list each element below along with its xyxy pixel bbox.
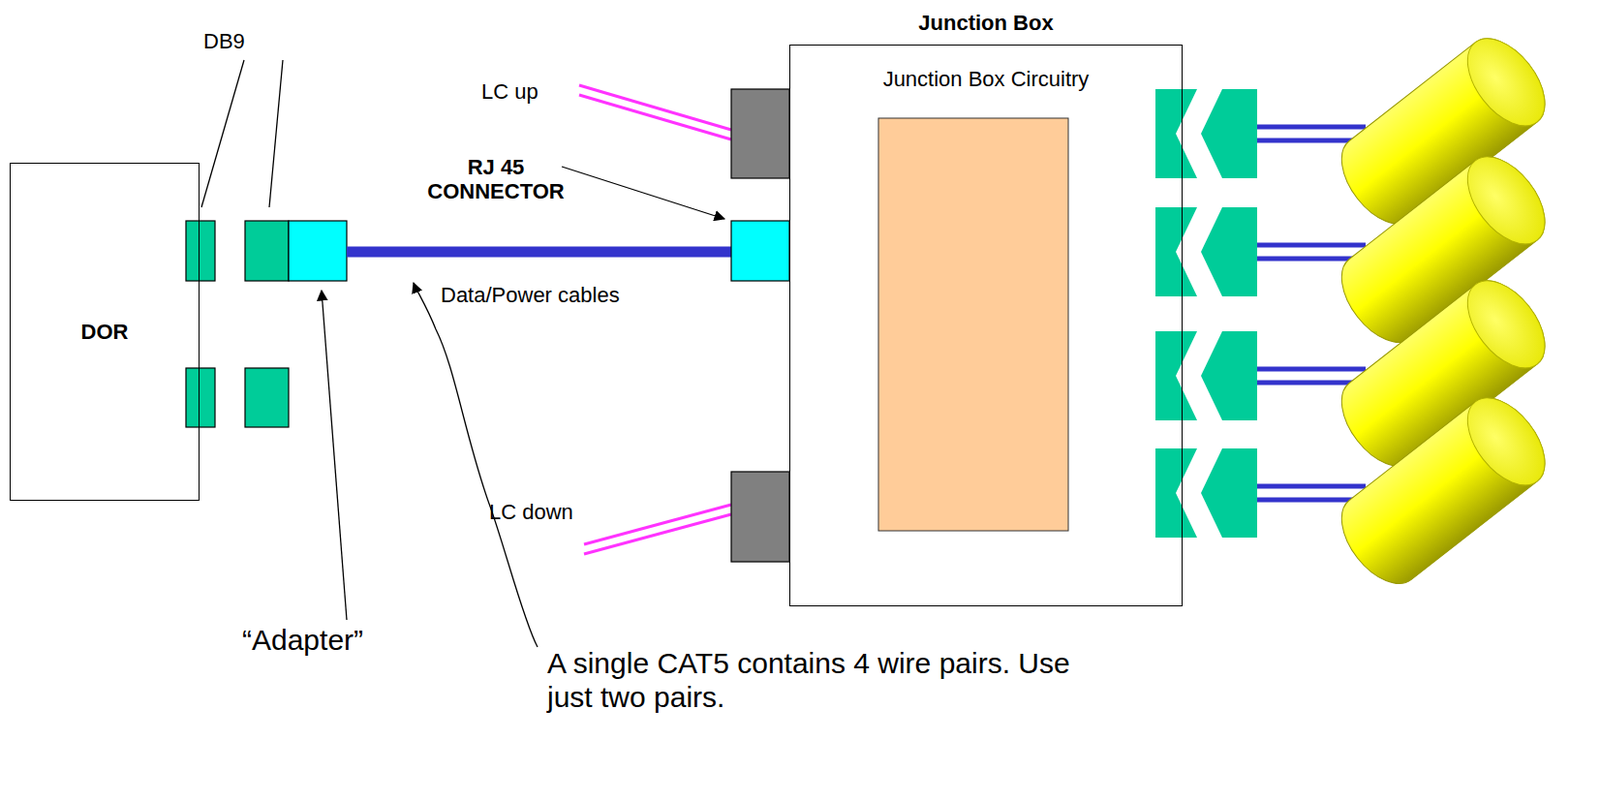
lc-connector <box>731 471 790 562</box>
leader-line <box>413 282 538 647</box>
lc-connector <box>731 89 790 179</box>
dor-box: DOR <box>9 162 200 501</box>
connector-socket <box>1155 448 1198 538</box>
circuitry-block <box>878 118 1069 531</box>
connector-plug <box>1200 448 1258 538</box>
leader-line <box>201 60 245 208</box>
lc-fibre <box>584 514 732 554</box>
cable-label: Data/Power cables <box>440 282 620 308</box>
box-title: DOR <box>10 319 199 345</box>
leader-line <box>561 166 725 219</box>
rj45-adapter <box>288 220 347 281</box>
note: A single CAT5 contains 4 wire pairs. Use… <box>547 646 1119 714</box>
pmt-cable <box>1257 124 1366 130</box>
db9-plug <box>245 368 289 428</box>
junction-box: Junction BoxJunction Box Circuitry <box>789 44 1183 607</box>
leader-line <box>269 60 283 208</box>
lc-fibre <box>584 504 732 545</box>
db9-plug <box>245 220 289 281</box>
leader-line <box>321 290 347 620</box>
connector-socket <box>1155 89 1198 179</box>
cat5-cable <box>346 246 732 258</box>
connector-plug <box>1200 207 1258 297</box>
db9-socket <box>185 368 216 428</box>
box-heading: Junction Box Circuitry <box>790 66 1182 93</box>
rj45-connector <box>731 220 790 281</box>
part-name: RJ 45 CONNECTOR <box>418 154 574 205</box>
pmt-cylinder <box>1325 383 1560 597</box>
db9-socket <box>185 220 216 281</box>
pmt-assembly <box>1155 383 1561 597</box>
connector-socket <box>1155 331 1198 421</box>
part-name: DB9 <box>203 29 246 54</box>
callout-label: “Adapter” <box>242 623 364 658</box>
part-name: LC down <box>489 499 574 524</box>
part-name: LC up <box>481 79 539 104</box>
box-title: Junction Box <box>790 10 1182 36</box>
pmt-cable <box>1257 243 1366 248</box>
lc-fibre <box>579 85 732 130</box>
connector-plug <box>1200 331 1258 421</box>
connector-socket <box>1155 207 1198 297</box>
pmt-cable <box>1257 367 1366 372</box>
lc-fibre <box>579 94 732 140</box>
connector-plug <box>1200 89 1258 179</box>
pmt-cable <box>1257 484 1366 490</box>
